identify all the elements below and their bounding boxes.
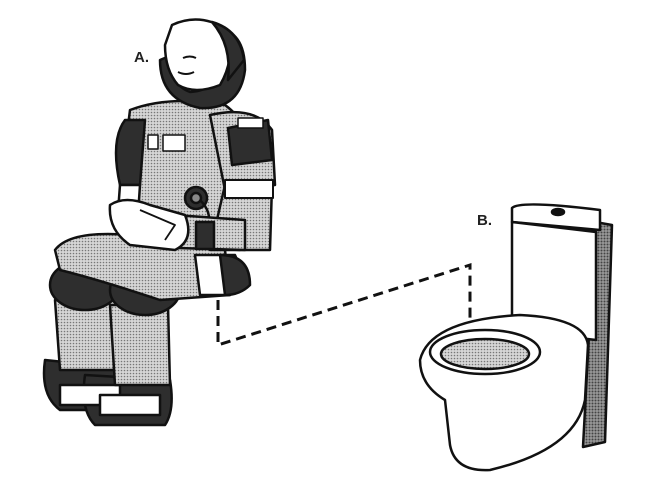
astronaut-figure	[42, 18, 277, 427]
label-a: A.	[134, 49, 149, 66]
toilet-figure	[418, 203, 614, 472]
label-b: B.	[477, 212, 492, 229]
dashed-connector-line	[216, 262, 472, 348]
